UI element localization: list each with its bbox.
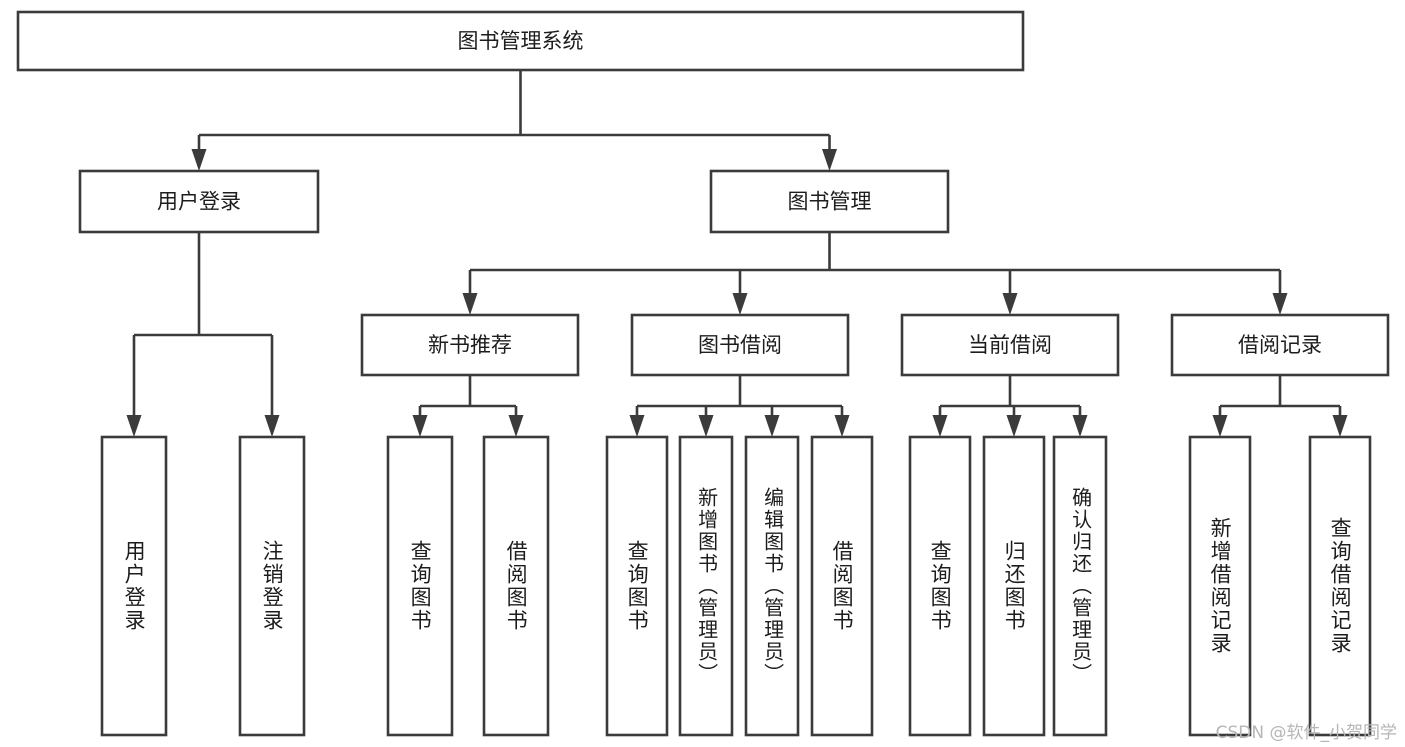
- level3-box-current-borrow[interactable]: [900, 313, 1120, 377]
- connectors-layer: [126, 70, 1348, 437]
- arrow-down-icon-current-borrow: [1002, 293, 1018, 315]
- arrow-down-icon-leaf-logout-login: [264, 415, 280, 437]
- arrow-down-icon-leaf-return-book: [1006, 415, 1022, 437]
- arrow-down-icon-book-borrow: [732, 293, 748, 315]
- title-label-system-title: 图书管理系统: [458, 29, 584, 53]
- arrow-down-icon-leaf-query-book-3: [932, 415, 948, 437]
- level2-label-book-manage: 图书管理: [788, 190, 872, 214]
- title-box-system-title[interactable]: [16, 10, 1025, 72]
- arrow-down-icon-leaf-borrow-book-2: [834, 415, 850, 437]
- arrow-down-icon-new-book-recommend: [462, 293, 478, 315]
- csdn-watermark: CSDN @软件_小贺同学: [1215, 723, 1397, 743]
- leaf-box-leaf-query-book-1[interactable]: [386, 435, 454, 737]
- arrow-down-icon-leaf-add-borrow-record: [1212, 415, 1228, 437]
- boxes-layer: [16, 10, 1390, 737]
- arrow-down-icon-user-login: [191, 149, 207, 171]
- leaf-box-leaf-query-book-2[interactable]: [605, 435, 669, 737]
- leaf-box-leaf-borrow-book-1[interactable]: [482, 435, 550, 737]
- leaf-box-leaf-add-borrow-record[interactable]: [1188, 435, 1252, 737]
- arrow-down-icon-borrow-record: [1272, 293, 1288, 315]
- arrow-down-icon-leaf-borrow-book-1: [508, 415, 524, 437]
- arrow-down-icon-leaf-query-book-2: [629, 415, 645, 437]
- leaf-box-leaf-query-borrow-record[interactable]: [1308, 435, 1372, 737]
- arrow-down-icon-leaf-add-book-admin: [698, 415, 714, 437]
- level3-label-book-borrow: 图书借阅: [698, 333, 782, 357]
- level2-box-user-login[interactable]: [78, 169, 320, 234]
- leaf-box-leaf-add-book-admin[interactable]: [678, 435, 734, 737]
- level3-box-book-borrow[interactable]: [630, 313, 850, 377]
- level2-box-book-manage[interactable]: [709, 169, 950, 234]
- leaf-box-leaf-borrow-book-2[interactable]: [810, 435, 874, 737]
- level3-label-current-borrow: 当前借阅: [968, 333, 1052, 357]
- level3-label-borrow-record: 借阅记录: [1238, 333, 1322, 357]
- leaf-box-leaf-query-book-3[interactable]: [908, 435, 972, 737]
- level2-label-user-login: 用户登录: [157, 190, 241, 214]
- leaf-box-leaf-user-login[interactable]: [100, 435, 168, 737]
- leaf-box-leaf-logout-login[interactable]: [238, 435, 306, 737]
- arrow-down-icon-leaf-edit-book-admin: [764, 415, 780, 437]
- arrow-down-icon-leaf-query-borrow-record: [1332, 415, 1348, 437]
- arrow-down-icon-leaf-query-book-1: [412, 415, 428, 437]
- level3-label-new-book-recommend: 新书推荐: [428, 333, 512, 357]
- level3-box-borrow-record[interactable]: [1170, 313, 1390, 377]
- leaf-box-leaf-edit-book-admin[interactable]: [744, 435, 800, 737]
- level3-box-new-book-recommend[interactable]: [360, 313, 580, 377]
- arrow-down-icon-leaf-confirm-return-admin: [1072, 415, 1088, 437]
- arrow-down-icon-book-manage: [822, 149, 837, 171]
- leaf-box-leaf-return-book[interactable]: [982, 435, 1046, 737]
- leaf-box-leaf-confirm-return-admin[interactable]: [1052, 435, 1108, 737]
- arrow-down-icon-leaf-user-login: [126, 415, 142, 437]
